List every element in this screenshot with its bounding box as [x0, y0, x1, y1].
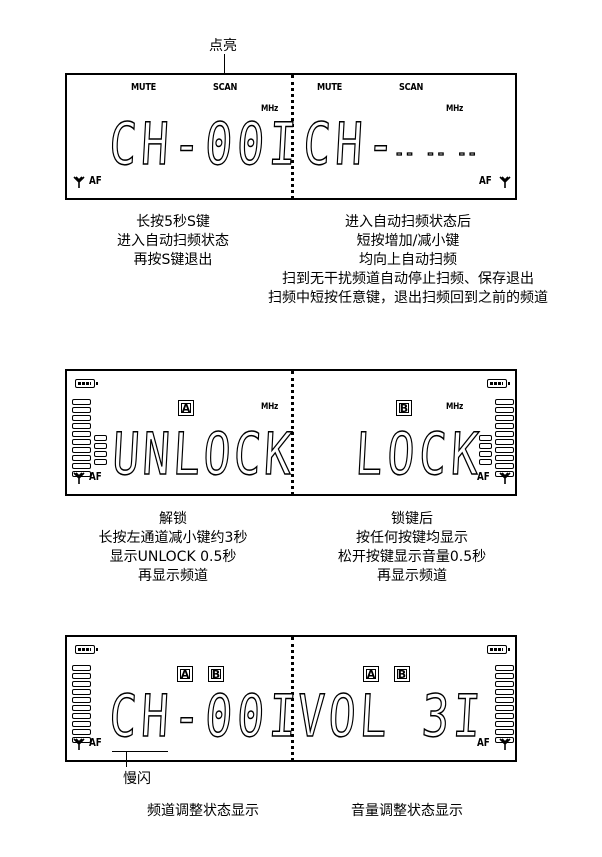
lock-notes: 锁键后 按任何按键均显示 松开按键显示音量0.5秒 再显示频道 [302, 510, 522, 586]
battery-icon [487, 645, 510, 654]
note-line: 再按S键退出 [133, 252, 213, 268]
note-line: 解锁 [159, 511, 187, 527]
channel-display: CH-00I [107, 109, 304, 178]
channel-b-box: B [394, 666, 410, 682]
antenna-icon [73, 176, 85, 188]
antenna-icon [499, 738, 511, 750]
note-line: 短按增加/减小键 [356, 233, 460, 249]
mhz-unit: MHz [446, 402, 464, 412]
callout-light-up-label: 点亮 [209, 38, 237, 54]
scan-indicator: SCAN [213, 82, 238, 93]
mute-indicator: MUTE [131, 82, 157, 93]
channel-a-box: A [177, 666, 193, 682]
scan-indicator: SCAN [399, 82, 424, 93]
lcd-panel-lock: A MHz UNLOCK AF B MHz LOCK AF [65, 369, 517, 496]
note-line: 进入自动扫频状态 [117, 233, 229, 249]
scanning-dashes: -- -- -- [394, 145, 479, 162]
lock-display: LOCK [353, 419, 486, 488]
lcd-divider [291, 371, 294, 495]
af-indicator: AF [89, 470, 102, 483]
note-line: 长按左通道减小键约3秒 [98, 530, 248, 546]
battery-icon [75, 379, 98, 388]
channel-a-box: A [363, 666, 379, 682]
note-line: 再显示频道 [138, 568, 208, 584]
af-indicator: AF [479, 174, 492, 187]
channel-display: CH-00I [107, 681, 304, 750]
lcd-panel-scan: MUTE SCAN MHz CH-00I AF MUTE SCAN MHz CH… [65, 73, 517, 200]
battery-icon [487, 379, 510, 388]
signal-bars-icon [495, 399, 514, 479]
af-indicator: AF [89, 736, 102, 749]
unlock-notes: 解锁 长按左通道减小键约3秒 显示UNLOCK 0.5秒 再显示频道 [63, 510, 283, 586]
note-line: 进入自动扫频状态后 [345, 214, 471, 230]
callout-light-up-line [224, 54, 225, 74]
scan-right-notes: 进入自动扫频状态后 短按增加/减小键 均向上自动扫频 扫到无干扰频道自动停止扫频… [223, 213, 593, 308]
signal-bars-icon [72, 399, 91, 479]
note-line: 长按5秒S键 [136, 214, 210, 230]
note-line: 扫到无干扰频道自动停止扫频、保存退出 [282, 271, 534, 287]
af-indicator: AF [477, 470, 490, 483]
lcd-divider [291, 637, 294, 761]
volume-adjust-caption: 音量调整状态显示 [351, 803, 463, 819]
af-indicator: AF [477, 736, 490, 749]
channel-a-box: A [178, 400, 194, 416]
scan-left-notes: 长按5秒S键 进入自动扫频状态 再按S键退出 [83, 213, 263, 270]
channel-adjust-caption: 频道调整状态显示 [147, 803, 259, 819]
channel-b-box: B [396, 400, 412, 416]
note-line: 再显示频道 [377, 568, 447, 584]
antenna-icon [73, 738, 85, 750]
volume-display: VOL 3I [295, 681, 487, 750]
antenna-icon [499, 472, 511, 484]
signal-bars-icon [94, 435, 107, 467]
lcd-divider [291, 75, 294, 199]
antenna-icon [499, 176, 511, 188]
note-line: 松开按键显示音量0.5秒 [337, 549, 487, 565]
callout-slow-blink-label: 慢闪 [123, 771, 151, 787]
battery-icon [75, 645, 98, 654]
note-line: 扫频中短按任意键，退出扫频回到之前的频道 [268, 290, 548, 306]
mhz-unit: MHz [261, 402, 279, 412]
signal-bars-icon [72, 665, 91, 745]
note-line: 按任何按键均显示 [356, 530, 468, 546]
antenna-icon [73, 472, 85, 484]
note-line: 锁键后 [391, 511, 433, 527]
lcd-panel-adjust: A B CH-00I AF A B VOL 3I AF [65, 635, 517, 762]
unlock-display: UNLOCK [110, 419, 297, 488]
mhz-unit: MHz [446, 104, 464, 114]
channel-display: CH- [301, 109, 402, 178]
af-indicator: AF [89, 174, 102, 187]
mhz-unit: MHz [261, 104, 279, 114]
signal-bars-icon [495, 665, 514, 745]
signal-bars-icon [479, 435, 492, 467]
note-line: 均向上自动扫频 [359, 252, 457, 268]
callout-slow-blink-line-v [126, 751, 127, 767]
callout-slow-blink-line-h [112, 751, 168, 752]
note-line: 显示UNLOCK 0.5秒 [109, 549, 237, 565]
channel-b-box: B [208, 666, 224, 682]
mute-indicator: MUTE [317, 82, 343, 93]
